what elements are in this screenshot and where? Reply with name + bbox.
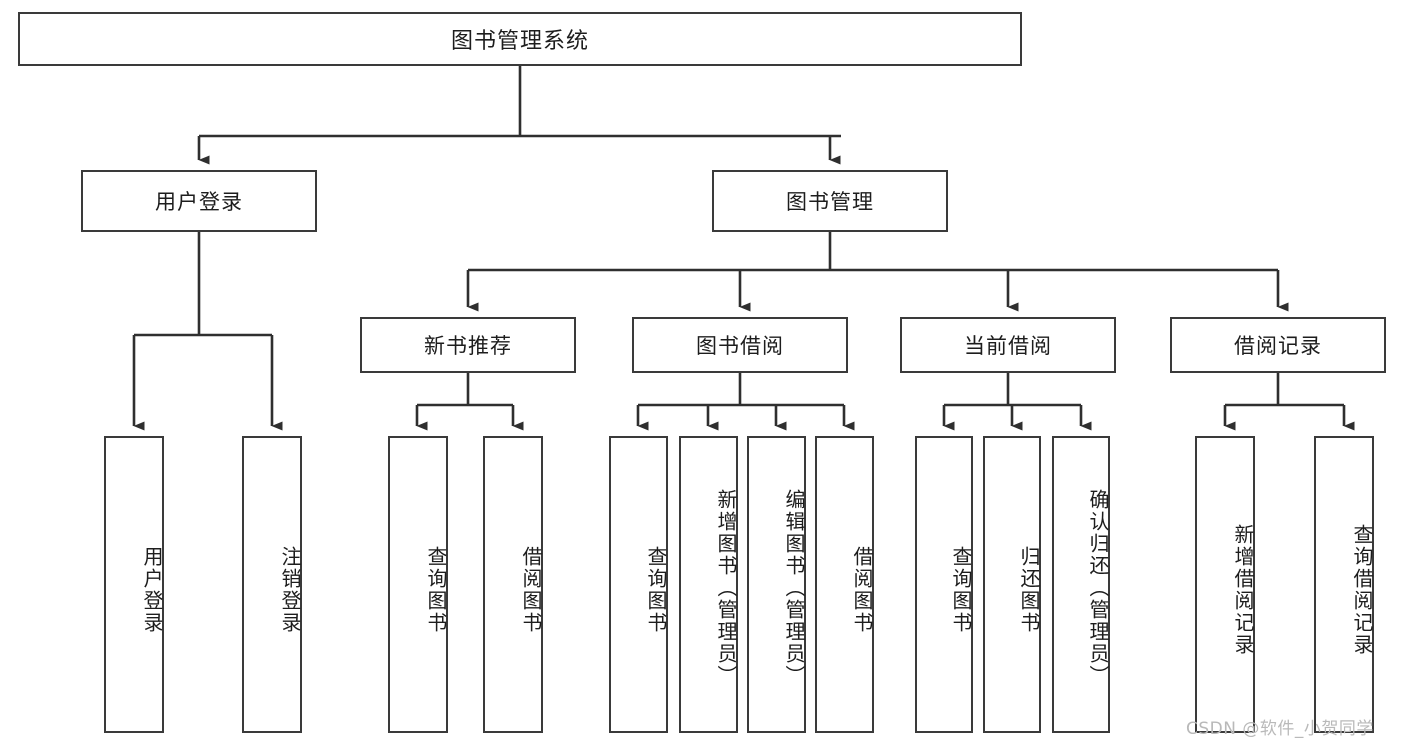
- node-leaf-edit-book[interactable]: 编辑图书（管理员）: [747, 436, 806, 733]
- node-leaf-user-login[interactable]: 用户登录: [104, 436, 164, 733]
- node-leaf-query-book-current[interactable]: 查询图书: [915, 436, 973, 733]
- node-label: 新增图书（管理员）: [714, 488, 738, 687]
- node-leaf-add-borrow-record[interactable]: 新增借阅记录: [1195, 436, 1255, 733]
- node-label: 查询图书: [644, 545, 668, 634]
- node-label: 查询图书: [424, 545, 448, 634]
- node-label: 注销登录: [278, 545, 302, 634]
- node-leaf-add-book[interactable]: 新增图书（管理员）: [679, 436, 738, 733]
- node-book-management[interactable]: 图书管理: [712, 170, 948, 232]
- node-leaf-confirm-return[interactable]: 确认归还（管理员）: [1052, 436, 1110, 733]
- node-label: 图书管理系统: [450, 29, 589, 54]
- node-borrow-record[interactable]: 借阅记录: [1170, 317, 1386, 373]
- node-leaf-logout[interactable]: 注销登录: [242, 436, 302, 733]
- node-label: 编辑图书（管理员）: [782, 488, 806, 687]
- node-book-borrow[interactable]: 图书借阅: [632, 317, 848, 373]
- node-label: 借阅图书: [850, 545, 874, 634]
- node-book-management-system[interactable]: 图书管理系统: [18, 12, 1022, 66]
- node-label: 图书借阅: [696, 334, 784, 358]
- node-leaf-borrow-book-recommend[interactable]: 借阅图书: [483, 436, 543, 733]
- node-leaf-query-book-recommend[interactable]: 查询图书: [388, 436, 448, 733]
- node-current-borrow[interactable]: 当前借阅: [900, 317, 1116, 373]
- node-label: 用户登录: [155, 190, 243, 214]
- node-leaf-query-book-borrow[interactable]: 查询图书: [609, 436, 668, 733]
- node-label: 查询借阅记录: [1350, 523, 1374, 656]
- node-label: 借阅图书: [519, 545, 543, 634]
- csdn-watermark: CSDN @软件_小贺同学: [1186, 719, 1374, 739]
- node-label: 图书管理: [786, 190, 874, 214]
- node-leaf-return-book[interactable]: 归还图书: [983, 436, 1041, 733]
- node-label: 归还图书: [1017, 545, 1041, 634]
- node-new-book-recommend[interactable]: 新书推荐: [360, 317, 576, 373]
- node-label: 当前借阅: [964, 334, 1052, 358]
- node-user-login[interactable]: 用户登录: [81, 170, 317, 232]
- node-label: 借阅记录: [1234, 334, 1322, 358]
- node-leaf-borrow-book[interactable]: 借阅图书: [815, 436, 874, 733]
- node-label: 新书推荐: [424, 334, 512, 358]
- node-label: 查询图书: [949, 545, 973, 634]
- node-label: 用户登录: [140, 545, 164, 634]
- node-label: 确认归还（管理员）: [1086, 488, 1110, 687]
- node-label: 新增借阅记录: [1231, 523, 1255, 656]
- node-leaf-query-borrow-record[interactable]: 查询借阅记录: [1314, 436, 1374, 733]
